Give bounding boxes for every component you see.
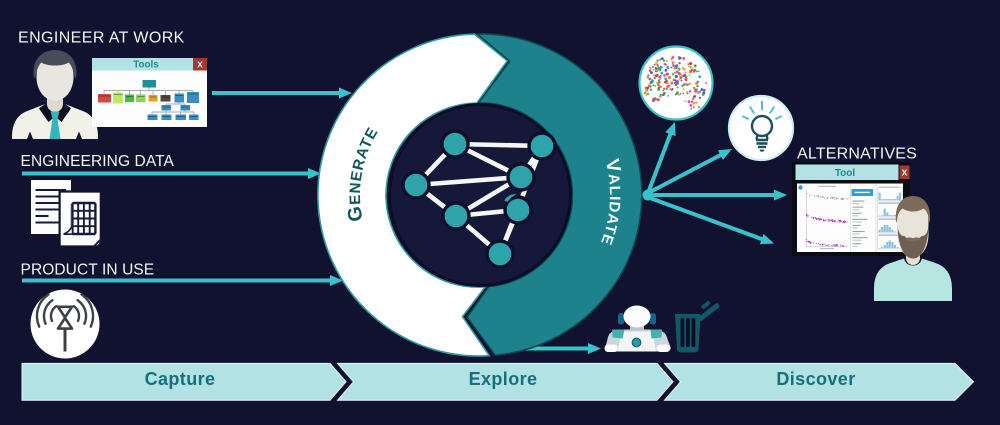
svg-text:Capture: Capture: [145, 369, 216, 389]
svg-text:ENGINEER AT WORK: ENGINEER AT WORK: [18, 30, 185, 47]
svg-text:Tools: Tools: [133, 60, 159, 71]
svg-text:ALTERNATIVES: ALTERNATIVES: [797, 146, 917, 163]
svg-text:PRODUCT IN USE: PRODUCT IN USE: [21, 262, 155, 279]
svg-text:ENGINEERING DATA: ENGINEERING DATA: [21, 153, 175, 170]
svg-text:X: X: [197, 60, 203, 70]
svg-text:X: X: [902, 168, 908, 178]
svg-text:Explore: Explore: [469, 369, 538, 389]
svg-text:Tool: Tool: [835, 168, 856, 179]
svg-text:Discover: Discover: [776, 369, 855, 389]
